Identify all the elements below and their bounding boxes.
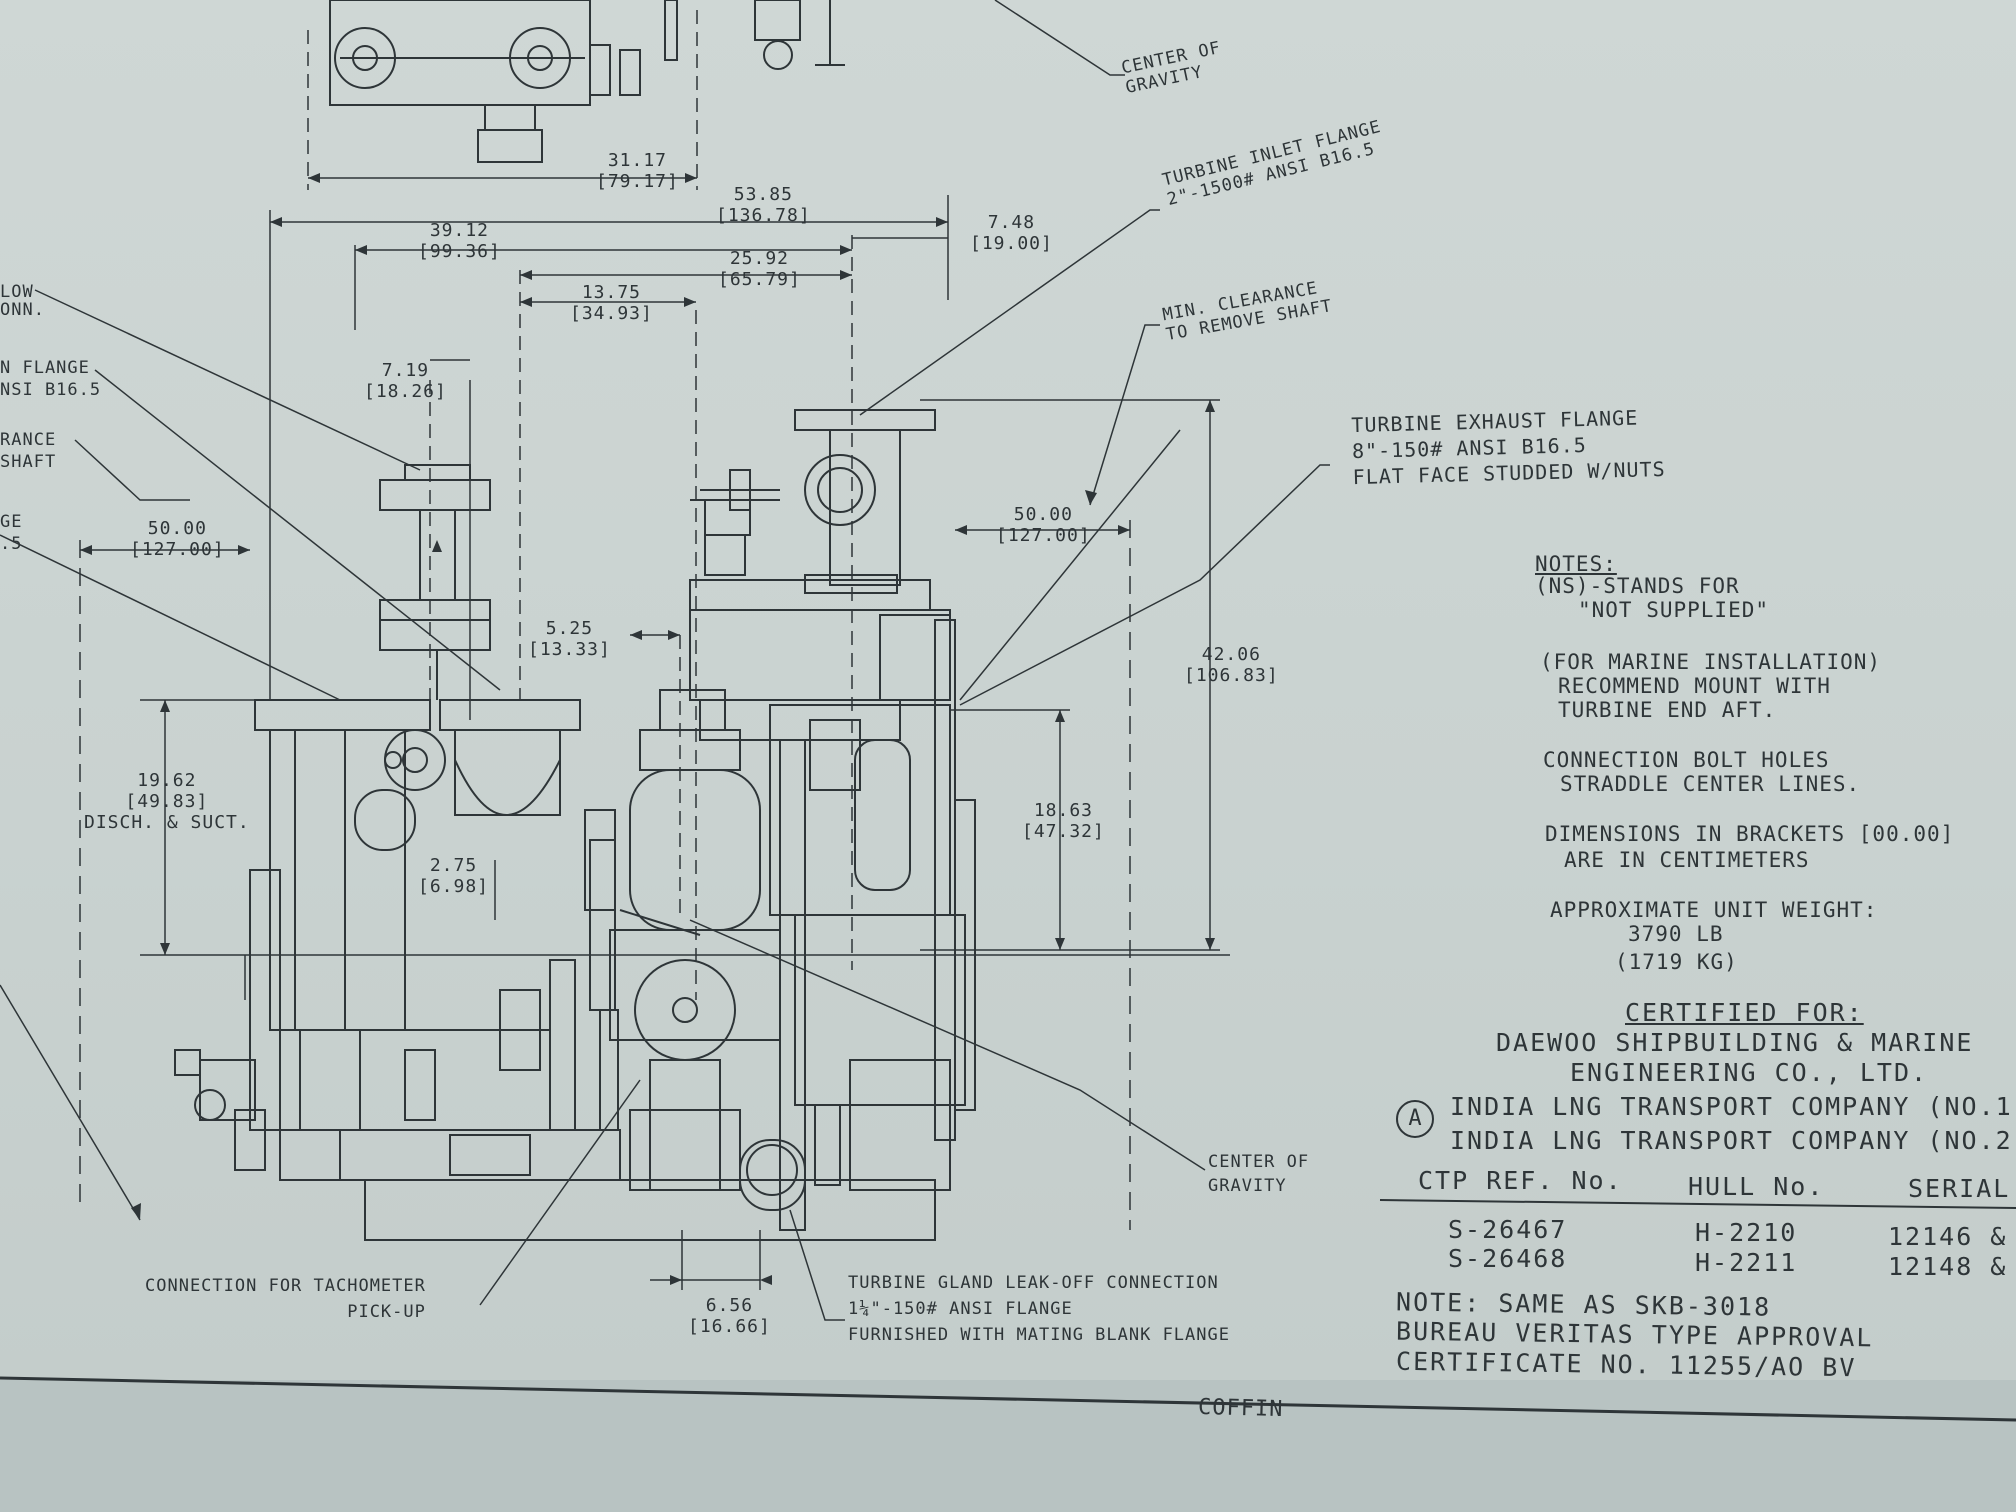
note-line: STRADDLE CENTER LINES. — [1560, 772, 1861, 796]
dim-31-17: 31.17[79.17] — [596, 150, 679, 192]
governor-valve — [584, 689, 806, 1211]
note-line: CONNECTION BOLT HOLES — [1543, 748, 1830, 772]
note-line: APPROXIMATE UNIT WEIGHT: — [1550, 898, 1878, 922]
certified-heading: CERTIFIED FOR: — [1625, 998, 1864, 1027]
note-line: TURBINE END AFT. — [1558, 698, 1777, 722]
table-row-1-hull: H-2210 — [1695, 1218, 1798, 1247]
table-row-2-ctp: S-26468 — [1448, 1244, 1568, 1273]
dim-18-63: 18.63[47.32] — [1022, 800, 1105, 842]
cut-label-2: ONN. — [0, 300, 45, 320]
drawing-sheet — [0, 0, 2016, 1380]
cut-label-8: .5 — [0, 534, 23, 554]
dimension-lines — [79, 10, 1230, 1290]
dim-25-92: 25.92[65.79] — [718, 248, 801, 290]
customer-line: INDIA LNG TRANSPORT COMPANY (NO.1 — [1450, 1092, 2013, 1121]
revision-mark: A — [1396, 1100, 1434, 1138]
dim-6-56: 6.56[16.66] — [688, 1295, 771, 1337]
table-row-1-ctp: S-26467 — [1448, 1215, 1568, 1244]
dim-53-85: 53.85[136.78] — [716, 184, 811, 226]
pump-body — [174, 464, 936, 1241]
note-line: 3790 LB — [1628, 922, 1724, 946]
callout-tachometer: CONNECTION FOR TACHOMETER PICK-UP — [145, 1276, 426, 1322]
note-line: (FOR MARINE INSTALLATION) — [1540, 650, 1882, 674]
table-row-2-hull: H-2211 — [1695, 1248, 1798, 1277]
notes-heading: NOTES: — [1535, 552, 1617, 576]
table-header-hull: HULL No. — [1688, 1172, 1825, 1201]
note-line: (1719 KG) — [1615, 950, 1738, 974]
note-line: RECOMMEND MOUNT WITH — [1558, 674, 1831, 698]
note-line: (NS)-STANDS FOR — [1535, 574, 1740, 598]
footer-label: COFFIN — [1197, 1394, 1284, 1423]
note-line: "NOT SUPPLIED" — [1578, 598, 1770, 622]
cut-label-6: SHAFT — [0, 452, 57, 472]
table-header-serial: SERIAL — [1908, 1174, 2011, 1203]
customer-line: INDIA LNG TRANSPORT COMPANY (NO.2 — [1450, 1126, 2013, 1155]
company-line: ENGINEERING CO., LTD. — [1570, 1058, 1929, 1087]
top-view — [329, 0, 845, 163]
dim-39-12: 39.12[99.36] — [418, 220, 501, 262]
note-line: ARE IN CENTIMETERS — [1564, 848, 1810, 872]
dim-2-75: 2.75[6.98] — [418, 855, 490, 897]
dim-19-62: 19.62[49.83]DISCH. & SUCT. — [84, 770, 250, 833]
dim-50-right: 50.00[127.00] — [996, 504, 1091, 546]
callout-gland-leakoff: TURBINE GLAND LEAK-OFF CONNECTION 1¼"-15… — [848, 1273, 1230, 1345]
table-row-1-serial: 12146 & — [1888, 1222, 2008, 1251]
cut-label-4: NSI B16.5 — [0, 380, 102, 400]
dim-5-25: 5.25[13.33] — [528, 618, 611, 660]
arrowheads — [80, 173, 1215, 1285]
cut-label-1: LOW — [0, 282, 34, 302]
cut-label-5: RANCE — [0, 430, 57, 450]
table-header-ctp: CTP REF. No. — [1418, 1166, 1623, 1195]
dim-7-48: 7.48[19.00] — [970, 212, 1053, 254]
turbine-body — [689, 409, 976, 1231]
leader-lines — [0, 0, 1330, 1321]
note-line: DIMENSIONS IN BRACKETS [00.00] — [1545, 822, 1955, 846]
company-line: DAEWOO SHIPBUILDING & MARINE — [1496, 1028, 1974, 1057]
dim-13-75: 13.75[34.93] — [570, 282, 653, 324]
callout-center-of-gravity-bottom: CENTER OF GRAVITY — [1208, 1152, 1310, 1196]
table-row-2-serial: 12148 & — [1888, 1252, 2008, 1281]
cut-label-7: GE — [0, 512, 23, 532]
dim-50-left: 50.00[127.00] — [130, 518, 225, 560]
dim-7-19: 7.19[18.26] — [364, 360, 447, 402]
dim-42-06: 42.06[106.83] — [1184, 644, 1279, 686]
cut-label-3: N FLANGE — [0, 358, 90, 378]
